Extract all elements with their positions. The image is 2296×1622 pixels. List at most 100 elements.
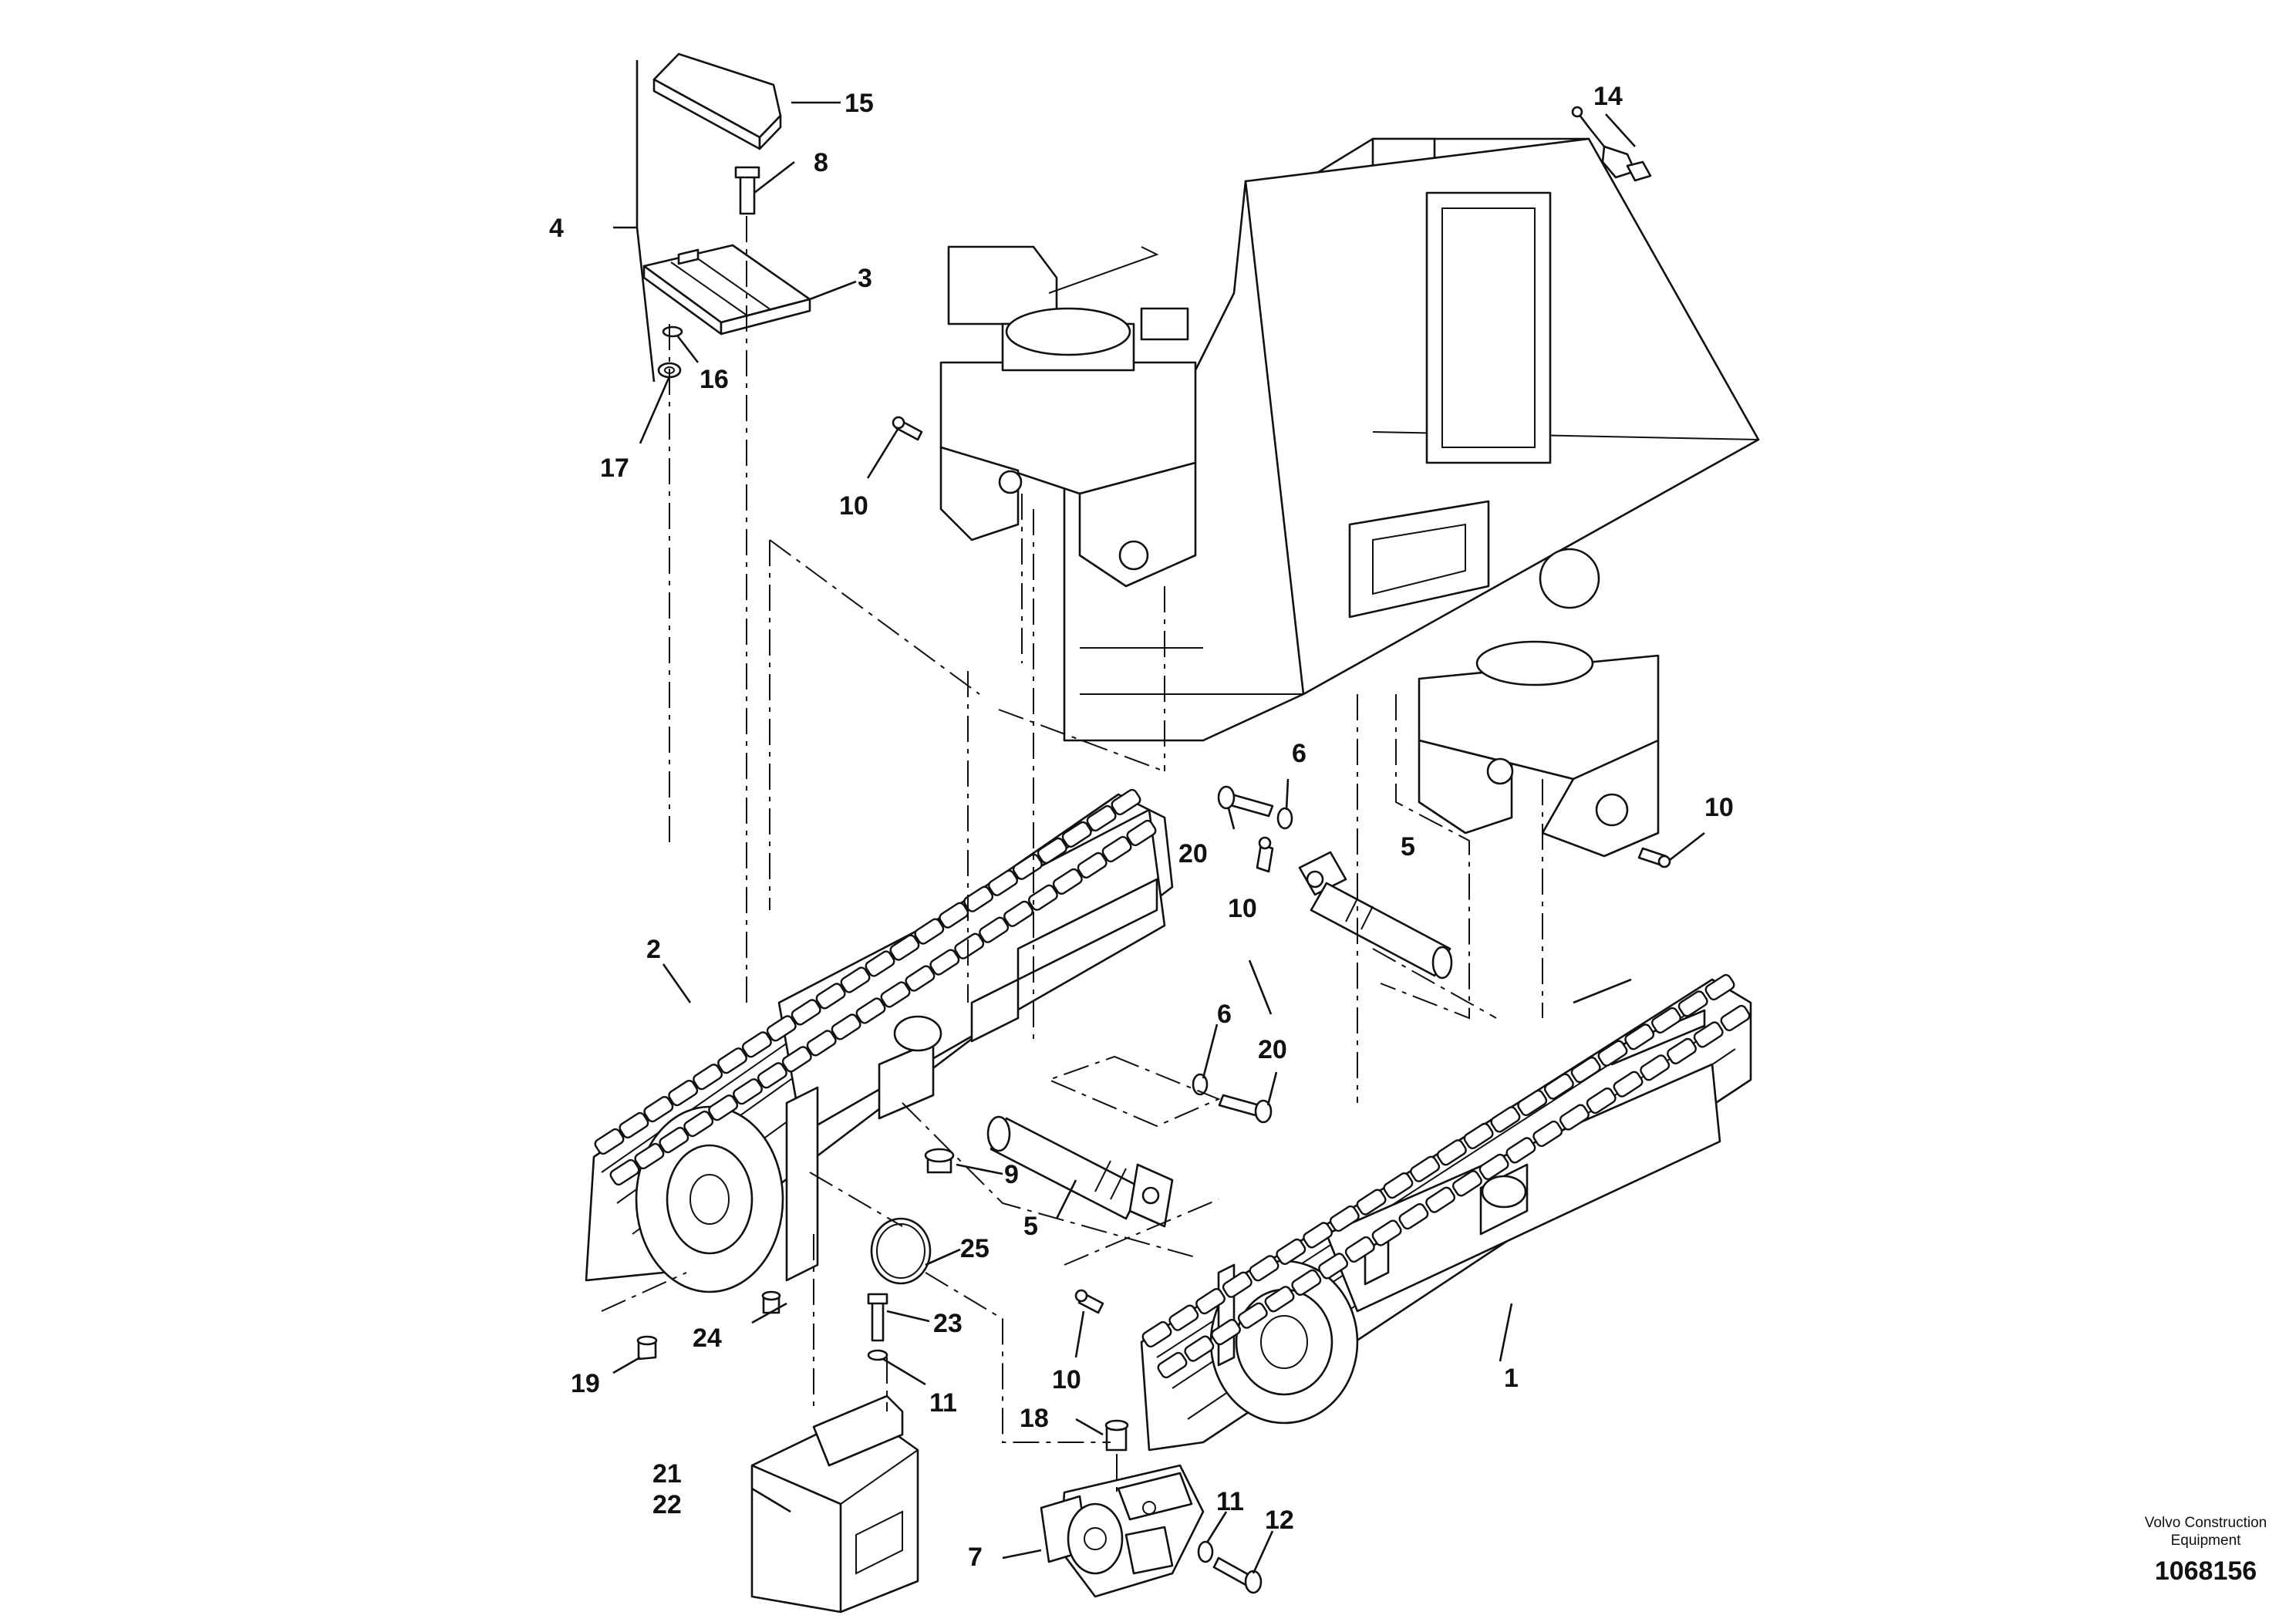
bolt-8 bbox=[734, 166, 760, 215]
track-link-right bbox=[1586, 1088, 1617, 1114]
track-link-left bbox=[1086, 804, 1117, 832]
track-chain-right bbox=[1141, 973, 1751, 1379]
track-link-left bbox=[619, 1111, 649, 1139]
track-link-left bbox=[634, 1142, 665, 1170]
track-link-left bbox=[929, 949, 960, 976]
track-link-left bbox=[1037, 837, 1067, 864]
plug-9 bbox=[924, 1148, 955, 1174]
track-link-left bbox=[905, 965, 936, 992]
track-link-left bbox=[939, 902, 969, 929]
machine-frame bbox=[1063, 137, 1760, 742]
track-link-right bbox=[1291, 1269, 1322, 1296]
track-link-right bbox=[1195, 1288, 1226, 1315]
track-link-left bbox=[708, 1094, 739, 1121]
track-link-right bbox=[1211, 1319, 1241, 1346]
track-link-left bbox=[988, 869, 1018, 896]
callout-11b: 11 bbox=[1216, 1487, 1244, 1516]
callout-7: 7 bbox=[968, 1543, 983, 1572]
callout-10a: 10 bbox=[839, 491, 868, 521]
plug-19 bbox=[636, 1335, 658, 1361]
track-link-right bbox=[1398, 1203, 1429, 1230]
track-link-left bbox=[1111, 788, 1141, 816]
track-link-left bbox=[831, 1013, 861, 1040]
track-link-left bbox=[855, 997, 886, 1024]
track-link-left bbox=[1101, 835, 1132, 863]
track-link-right bbox=[1490, 1106, 1521, 1133]
grease-fitting-10b bbox=[1256, 836, 1274, 873]
brand-line-1: Volvo Construction bbox=[2145, 1515, 2267, 1531]
track-link-right bbox=[1329, 1205, 1360, 1233]
pivot-bracket-right bbox=[1418, 640, 1660, 858]
track-link-right bbox=[1318, 1253, 1349, 1280]
track-link-right bbox=[1451, 1170, 1482, 1197]
track-link-right bbox=[1693, 1021, 1724, 1048]
track-link-left bbox=[815, 983, 846, 1010]
track-link-right bbox=[1383, 1172, 1414, 1199]
track-link-left bbox=[979, 916, 1010, 943]
track-link-right bbox=[1677, 990, 1708, 1017]
track-link-left bbox=[1003, 900, 1033, 927]
pivot-pin-lower bbox=[986, 1115, 1174, 1228]
track-link-right bbox=[1517, 1089, 1548, 1117]
track-chain-left bbox=[594, 788, 1157, 1186]
callout-18: 18 bbox=[1020, 1404, 1049, 1433]
callout-6b: 6 bbox=[1217, 1000, 1232, 1029]
track-link-left bbox=[668, 1080, 699, 1107]
track-link-right bbox=[1184, 1335, 1215, 1362]
grease-fitting-10c bbox=[1637, 847, 1671, 868]
track-link-right bbox=[1371, 1219, 1402, 1246]
track-link-right bbox=[1237, 1302, 1268, 1329]
track-link-left bbox=[1027, 884, 1058, 911]
track-link-left bbox=[806, 1030, 837, 1057]
track-link-right bbox=[1344, 1236, 1375, 1263]
track-link-left bbox=[791, 999, 821, 1026]
track-link-right bbox=[1249, 1255, 1279, 1282]
track-link-left bbox=[1077, 851, 1108, 878]
grease-fitting-10d bbox=[1074, 1289, 1104, 1314]
track-link-right bbox=[1559, 1104, 1590, 1131]
track-link-left bbox=[683, 1111, 714, 1138]
track-link-left bbox=[1052, 868, 1083, 895]
leader-lines bbox=[612, 60, 1705, 1574]
track-link-right bbox=[1505, 1137, 1536, 1164]
callout-16: 16 bbox=[700, 365, 729, 394]
track-link-right bbox=[1704, 973, 1735, 1001]
title-block: Volvo Construction Equipment 1068156 bbox=[2145, 1515, 2267, 1586]
track-link-left bbox=[766, 1015, 797, 1042]
callout-5a: 5 bbox=[1401, 832, 1415, 862]
callout-labels: 1 2 3 4 5 5 6 6 7 8 9 10 10 10 10 11 11 … bbox=[549, 82, 1734, 1572]
track-link-right bbox=[1436, 1139, 1467, 1166]
callout-6a: 6 bbox=[1292, 739, 1306, 768]
track-link-right bbox=[1276, 1238, 1306, 1265]
track-link-right bbox=[1667, 1037, 1697, 1064]
track-assembly-right bbox=[1140, 978, 1752, 1452]
track-link-left bbox=[733, 1078, 763, 1105]
drawing-number: 1068156 bbox=[2155, 1556, 2257, 1586]
track-link-right bbox=[1303, 1222, 1333, 1249]
callout-10d: 10 bbox=[1052, 1365, 1081, 1394]
track-link-right bbox=[1570, 1057, 1601, 1084]
callout-11a: 11 bbox=[929, 1388, 957, 1418]
rubber-pad bbox=[652, 52, 782, 150]
callout-17: 17 bbox=[600, 454, 629, 483]
track-link-right bbox=[1141, 1320, 1172, 1348]
track-link-left bbox=[1012, 853, 1043, 880]
callout-2: 2 bbox=[646, 935, 661, 964]
callout-23: 23 bbox=[933, 1309, 963, 1338]
track-link-left bbox=[889, 934, 920, 961]
washer-11a bbox=[867, 1349, 888, 1361]
track-link-right bbox=[1613, 1071, 1644, 1098]
washer-6a bbox=[1276, 807, 1293, 830]
track-link-left bbox=[693, 1064, 723, 1091]
plug-24 bbox=[761, 1290, 781, 1314]
track-link-right bbox=[1624, 1023, 1655, 1050]
track-link-right bbox=[1597, 1040, 1628, 1067]
bolt-12 bbox=[1212, 1556, 1263, 1594]
track-link-left bbox=[954, 932, 985, 959]
sensor-cable-14 bbox=[1571, 106, 1652, 182]
washer-11b bbox=[1197, 1540, 1214, 1563]
pivot-pin-upper bbox=[1298, 851, 1453, 980]
track-link-left bbox=[781, 1046, 812, 1073]
track-link-right bbox=[1478, 1153, 1509, 1180]
track-link-right bbox=[1463, 1122, 1494, 1149]
